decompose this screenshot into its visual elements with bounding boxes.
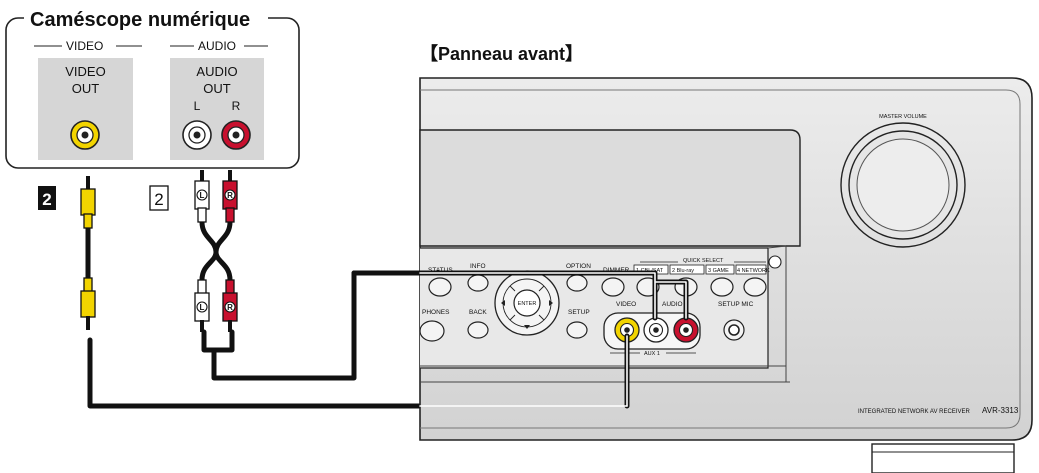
back-label: BACK <box>469 309 487 316</box>
video-jack-label: VIDEO <box>616 301 636 308</box>
audio-out-label-2: OUT <box>203 81 231 96</box>
plug-left-mark-bottom: L <box>200 303 205 312</box>
model-line-label: INTEGRATED NETWORK AV RECEIVER <box>858 409 970 415</box>
standby-indicator <box>768 255 782 269</box>
setup-button[interactable] <box>566 321 588 339</box>
svg-text:2: 2 <box>154 190 163 209</box>
audio-out-label: AUDIO <box>196 64 237 79</box>
audio-plug-left-top: L <box>194 170 210 223</box>
back-button[interactable] <box>467 321 489 339</box>
quick-select-4-button[interactable] <box>743 277 767 297</box>
audio-out-right-jack[interactable] <box>221 120 251 150</box>
quick-select-label: QUICK SELECT <box>683 258 724 264</box>
plug-right-mark-bottom: R <box>227 303 233 312</box>
phones-label: PHONES <box>422 309 450 316</box>
video-plug-bottom <box>80 277 96 330</box>
svg-text:2: 2 <box>42 190 51 209</box>
cursor-right-icon <box>549 300 553 306</box>
quick-select-2-label: 2 Blu-ray <box>672 268 694 274</box>
setup-mic-jack[interactable] <box>723 319 745 341</box>
av-receiver: MASTER VOLUME STATUS INFO OPTION DIMMER … <box>419 77 1033 473</box>
aux-audio-left-jack[interactable] <box>643 317 669 343</box>
info-button[interactable] <box>467 274 489 292</box>
audio-out-left-jack[interactable] <box>182 120 212 150</box>
option-button[interactable] <box>566 274 588 292</box>
audio-left-label: L <box>194 99 201 113</box>
phones-jack[interactable] <box>419 320 445 342</box>
cursor-down-icon <box>524 325 530 329</box>
cursor-left-icon <box>501 300 505 306</box>
model-name: AVR-3313 <box>982 406 1019 415</box>
audio-jack-label: AUDIO <box>662 301 683 308</box>
enter-button[interactable] <box>513 289 541 317</box>
display-window <box>419 129 801 247</box>
info-label: INFO <box>470 263 486 270</box>
quick-select-3-label: 3 GAME <box>708 268 729 274</box>
camcorder-device: Caméscope numérique VIDEO AUDIO VIDEO OU… <box>5 6 300 169</box>
video-out-jack[interactable] <box>70 120 100 150</box>
cable-overlay-light <box>419 272 687 407</box>
audio-plug-left-bottom: L <box>194 279 210 332</box>
aux-audio-right-jack[interactable] <box>673 317 699 343</box>
quick-select-4-label: 4 NETWORK <box>737 268 770 274</box>
aux-label: AUX 1 <box>644 351 660 357</box>
video-plug-top <box>80 176 96 229</box>
enter-label: ENTER <box>518 301 537 307</box>
audio-group-label: AUDIO <box>198 39 236 53</box>
camcorder-title: Caméscope numérique <box>30 9 250 31</box>
quick-select-3-button[interactable] <box>710 277 734 297</box>
option-label: OPTION <box>566 263 591 270</box>
plug-right-mark: R <box>227 191 233 200</box>
aux-video-jack[interactable] <box>614 317 640 343</box>
audio-plug-right-top: R <box>222 170 238 223</box>
status-button[interactable] <box>428 277 452 297</box>
video-out-label: VIDEO <box>65 64 105 79</box>
dimmer-button[interactable] <box>601 277 625 297</box>
video-group-label: VIDEO <box>66 39 103 53</box>
plug-left-mark: L <box>200 191 205 200</box>
setup-mic-label: SETUP MIC <box>718 301 754 308</box>
master-volume-knob[interactable] <box>840 122 966 248</box>
setup-label: SETUP <box>568 309 590 316</box>
video-out-label-2: OUT <box>72 81 100 96</box>
audio-right-label: R <box>232 99 241 113</box>
front-panel-title: 【Panneau avant】 <box>420 44 583 64</box>
master-volume-label: MASTER VOLUME <box>879 114 927 120</box>
video-step-badge: 2 <box>38 186 56 210</box>
audio-step-badge: 2 <box>149 185 169 211</box>
audio-plug-right-bottom: R <box>222 279 238 332</box>
